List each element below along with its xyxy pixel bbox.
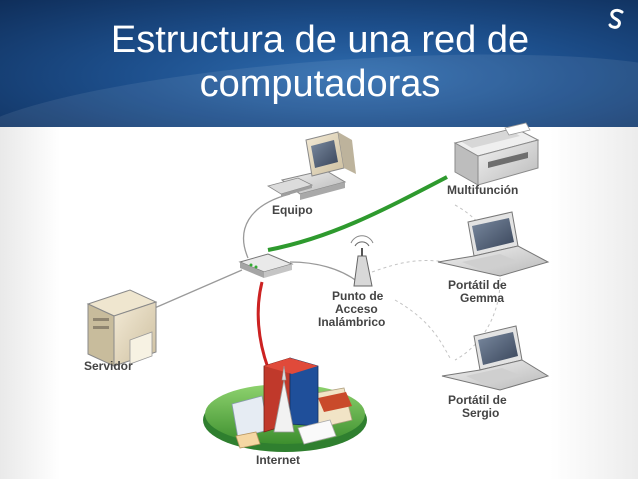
internet-city-icon [203, 357, 367, 452]
slide-shadow-right [550, 127, 638, 479]
slide-title: Estructura de una red de computadoras [60, 18, 580, 106]
slide-header: Estructura de una red de computadoras [0, 0, 638, 127]
label-sergio-line2: Sergio [462, 406, 499, 420]
label-servidor: Servidor [84, 359, 133, 373]
laptop-sergio-icon [441, 325, 550, 391]
s-brand-logo-icon [608, 8, 624, 29]
label-ap-line3: Inalámbrico [318, 315, 385, 329]
desktop-computer-icon [266, 131, 356, 200]
link-router-accesspoint [289, 261, 359, 283]
label-equipo: Equipo [272, 203, 313, 217]
link-router-servidor [149, 269, 243, 311]
label-gemma-line1: Portátil de [448, 278, 507, 292]
slide-shadow-left [0, 127, 60, 479]
label-internet: Internet [256, 453, 300, 467]
link-router-multifuncion [267, 175, 448, 252]
link-ap-sergio [394, 299, 451, 359]
link-ap-gemma [371, 259, 446, 273]
label-ap-line1: Punto de [332, 289, 384, 303]
label-multifuncion: Multifunción [447, 183, 518, 197]
router-icon [238, 253, 294, 278]
title-line-2: computadoras [199, 63, 441, 105]
laptop-gemma-icon [437, 211, 550, 277]
server-icon [86, 289, 158, 367]
multifunction-printer-icon [453, 122, 540, 186]
link-router-equipo [243, 193, 291, 259]
link-router-internet [256, 281, 270, 369]
title-line-1: Estructura de una red de [110, 19, 530, 61]
label-gemma-line2: Gemma [460, 291, 504, 305]
label-sergio-line1: Portátil de [448, 393, 507, 407]
wireless-access-point-icon [350, 235, 374, 287]
label-ap-line2: Acceso [335, 302, 378, 316]
connection-lines [149, 175, 501, 369]
